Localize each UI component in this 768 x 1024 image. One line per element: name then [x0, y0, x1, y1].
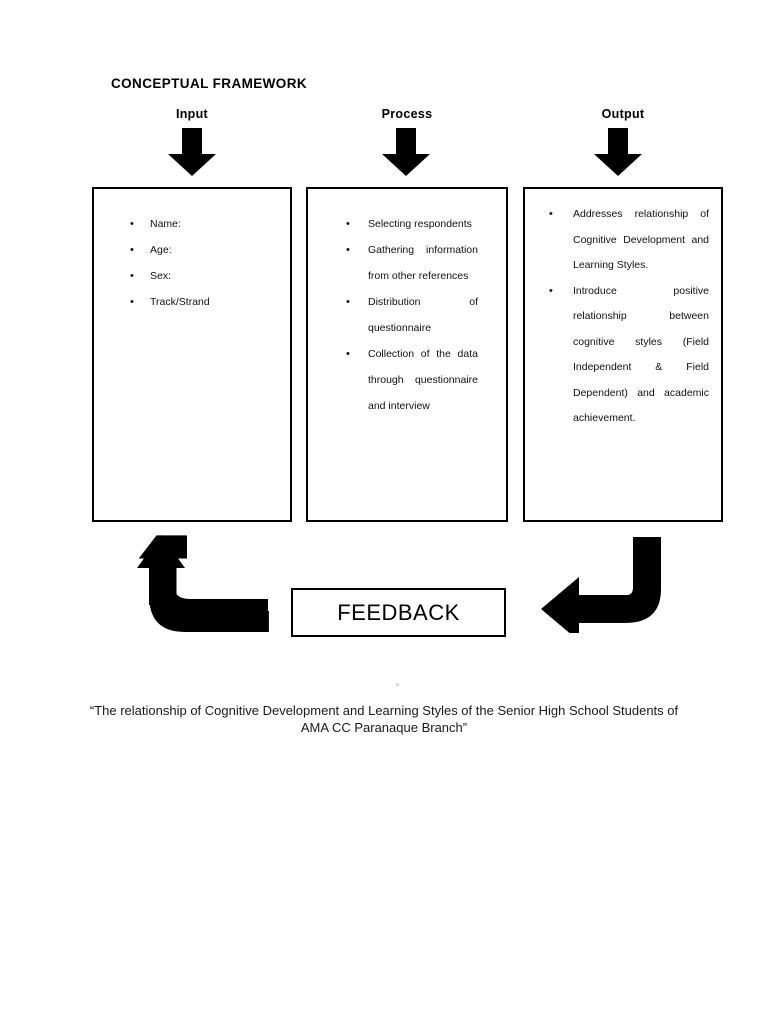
stray-quote-mark: “	[396, 682, 399, 692]
input-item-list: • Name: • Age: • Sex: • Track/Strand	[94, 211, 290, 315]
down-arrow-icon	[166, 128, 218, 176]
bullet-icon: •	[549, 208, 553, 220]
bullet-icon: •	[346, 218, 350, 230]
list-item: • Selecting respondents	[308, 211, 506, 237]
list-item: • Introduce positive relationship betwee…	[525, 279, 721, 432]
caption-text: “The relationship of Cognitive Developme…	[89, 703, 679, 735]
list-item: • Age:	[94, 237, 290, 263]
page-title: CONCEPTUAL FRAMEWORK	[111, 76, 307, 91]
feedback-label: FEEDBACK	[337, 599, 460, 625]
elbow-arrow-left-icon	[539, 533, 667, 633]
process-box: • Selecting respondents • Gathering info…	[306, 187, 508, 522]
input-box: • Name: • Age: • Sex: • Track/Strand	[92, 187, 292, 522]
output-box: • Addresses relationship of Cognitive De…	[523, 187, 723, 522]
elbow-arrow-up-icon	[130, 533, 270, 633]
bullet-icon: •	[130, 270, 134, 282]
column-header-input: Input	[175, 107, 209, 121]
bullet-icon: •	[549, 284, 553, 297]
bullet-icon: •	[346, 244, 350, 256]
list-item: • Collection of the data through questio…	[308, 341, 506, 419]
feedback-box: FEEDBACK	[291, 588, 506, 637]
list-item: • Track/Strand	[94, 289, 290, 315]
bullet-icon: •	[130, 218, 134, 230]
list-item: • Name:	[94, 211, 290, 237]
down-arrow-icon	[592, 128, 644, 176]
output-item-list: • Addresses relationship of Cognitive De…	[525, 202, 721, 432]
list-item: • Gathering information from other refer…	[308, 237, 506, 289]
column-header-output: Output	[601, 107, 645, 121]
column-header-process: Process	[381, 107, 433, 121]
process-item-list: • Selecting respondents • Gathering info…	[308, 211, 506, 419]
list-item: • Distribution of questionnaire	[308, 289, 506, 341]
bullet-icon: •	[346, 348, 350, 360]
bullet-icon: •	[130, 296, 134, 308]
list-item: • Addresses relationship of Cognitive De…	[525, 202, 721, 279]
bullet-icon: •	[130, 244, 134, 256]
list-item: • Sex:	[94, 263, 290, 289]
bullet-icon: •	[346, 296, 350, 308]
down-arrow-icon	[380, 128, 432, 176]
